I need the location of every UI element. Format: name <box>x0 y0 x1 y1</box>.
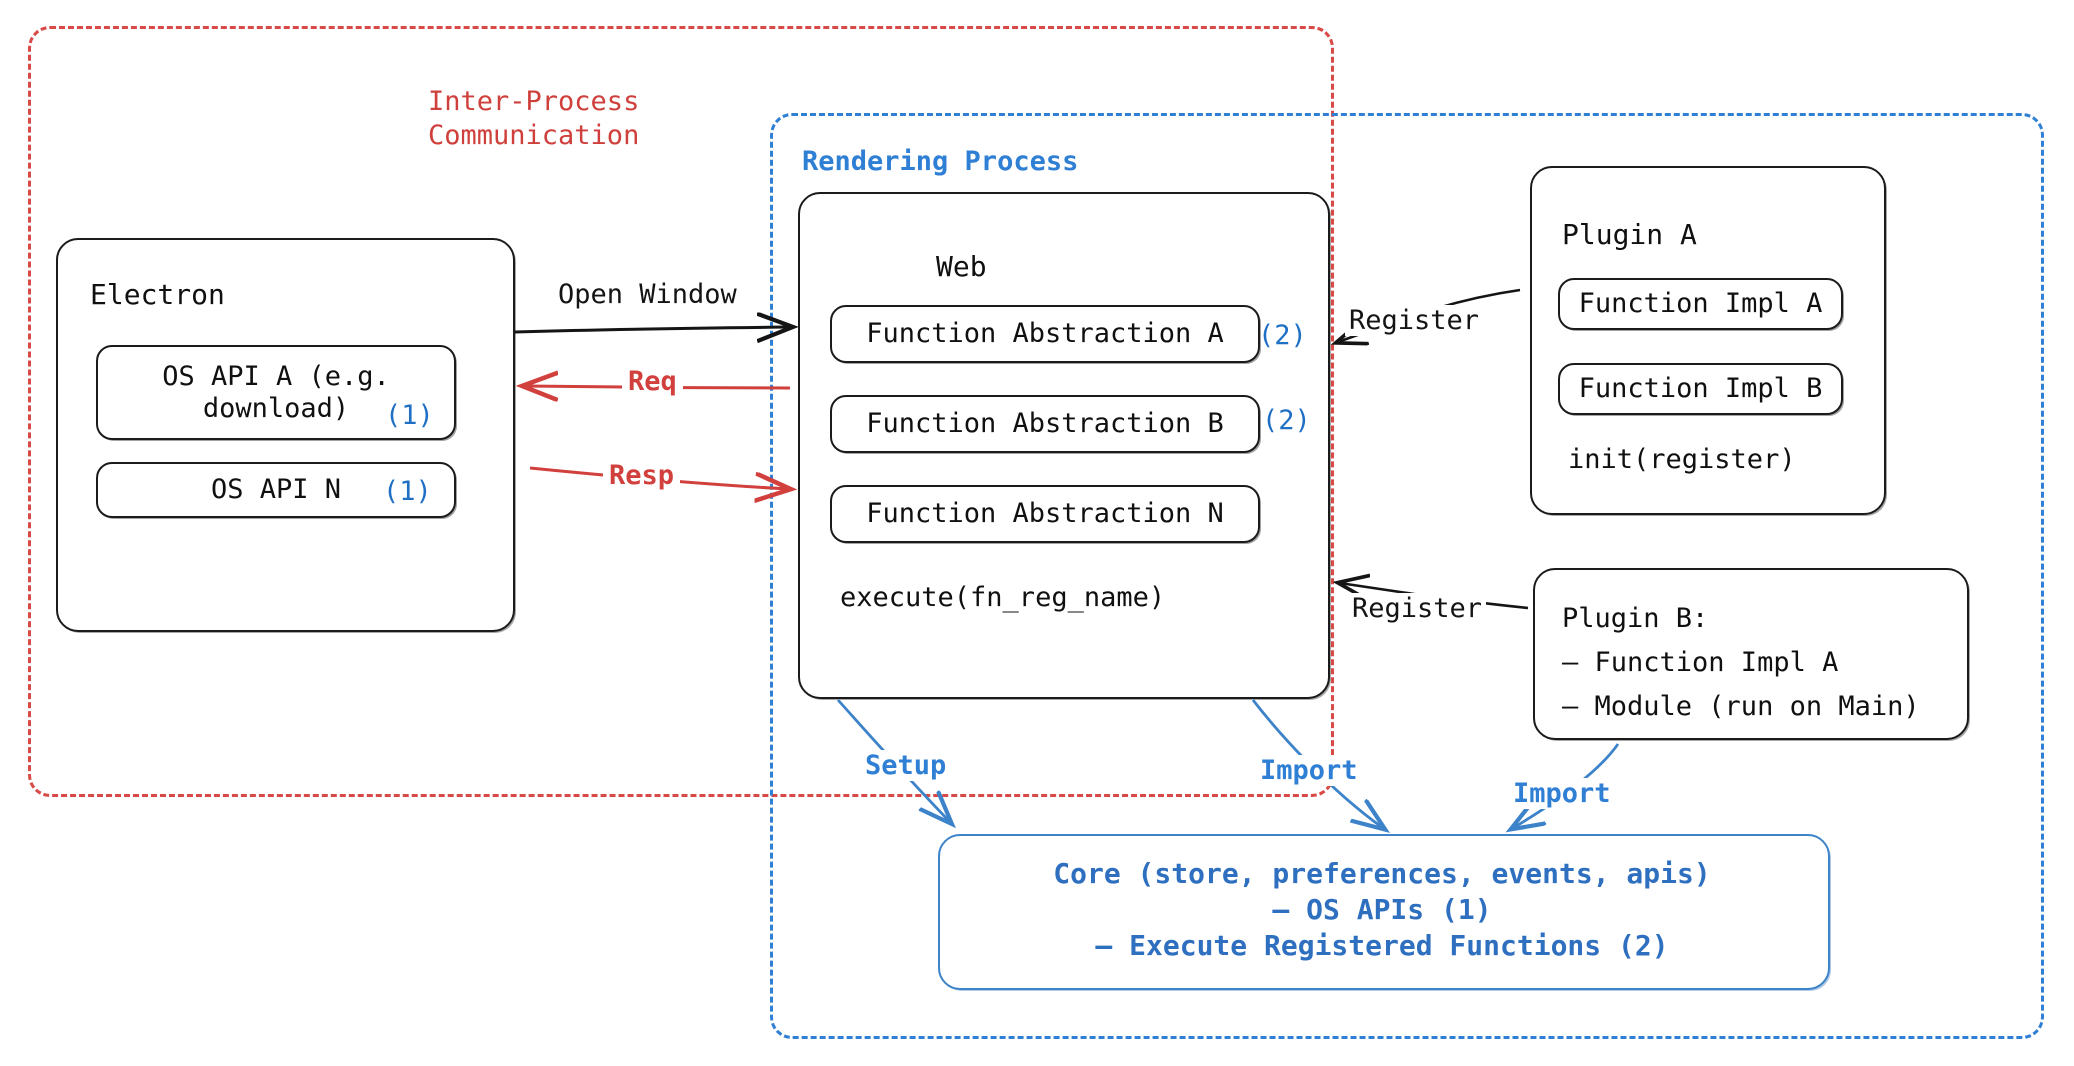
plugin-b-box <box>1533 568 1969 740</box>
core-text: Core (store, preferences, events, apis) … <box>1053 857 1711 962</box>
edge-label-resp: Resp <box>603 460 681 491</box>
os-api-a-marker: (1) <box>385 400 434 431</box>
plugin-a-init-note: init(register) <box>1568 444 1796 475</box>
edge-label-register-plugin-b: Register <box>1348 593 1487 624</box>
web-execute-note: execute(fn_reg_name) <box>840 582 1166 613</box>
plugin-a-function-impl-a-chip[interactable]: Function Impl A <box>1558 278 1843 330</box>
rendering-process-label: Rendering Process <box>802 146 1079 177</box>
edge-label-req: Req <box>622 366 683 397</box>
function-abstraction-b-chip[interactable]: Function Abstraction B <box>830 395 1260 453</box>
plugin-a-title: Plugin A <box>1562 218 1697 251</box>
edge-label-setup: Setup <box>860 750 952 781</box>
edge-label-register-plugin-a: Register <box>1345 305 1484 336</box>
rendering-process-container <box>770 113 2044 1039</box>
plugin-b-text: Plugin B: – Function Impl A – Module (ru… <box>1562 603 1920 722</box>
core-box <box>938 834 1830 990</box>
os-api-a-chip[interactable]: OS API A (e.g. download) <box>96 345 456 440</box>
plugin-a-function-impl-b-chip[interactable]: Function Impl B <box>1558 363 1843 415</box>
function-abstraction-a-label: Function Abstraction A <box>866 318 1224 350</box>
plugin-a-function-impl-a-label: Function Impl A <box>1578 288 1823 320</box>
function-abstraction-a-chip[interactable]: Function Abstraction A <box>830 305 1260 363</box>
plugin-a-function-impl-b-label: Function Impl B <box>1578 373 1823 405</box>
ipc-container <box>28 26 1334 797</box>
os-api-n-marker: (1) <box>383 476 432 507</box>
function-abstraction-b-label: Function Abstraction B <box>866 408 1224 440</box>
plugin-a-box <box>1530 166 1886 515</box>
function-abstraction-b-marker: (2) <box>1262 405 1311 436</box>
function-abstraction-n-chip[interactable]: Function Abstraction N <box>830 485 1260 543</box>
edge-label-import-plugin-b: Import <box>1508 778 1616 809</box>
function-abstraction-n-label: Function Abstraction N <box>866 498 1224 530</box>
web-title: Web <box>936 250 987 283</box>
edge-label-open-window: Open Window <box>558 279 737 310</box>
function-abstraction-a-marker: (2) <box>1258 320 1307 351</box>
os-api-n-label: OS API N <box>210 474 342 506</box>
os-api-n-chip[interactable]: OS API N <box>96 462 456 518</box>
edge-label-import-web: Import <box>1255 755 1363 786</box>
electron-title: Electron <box>90 278 225 311</box>
os-api-a-label: OS API A (e.g. download) <box>162 360 390 424</box>
ipc-container-label: Inter-Process Communication <box>428 86 640 151</box>
